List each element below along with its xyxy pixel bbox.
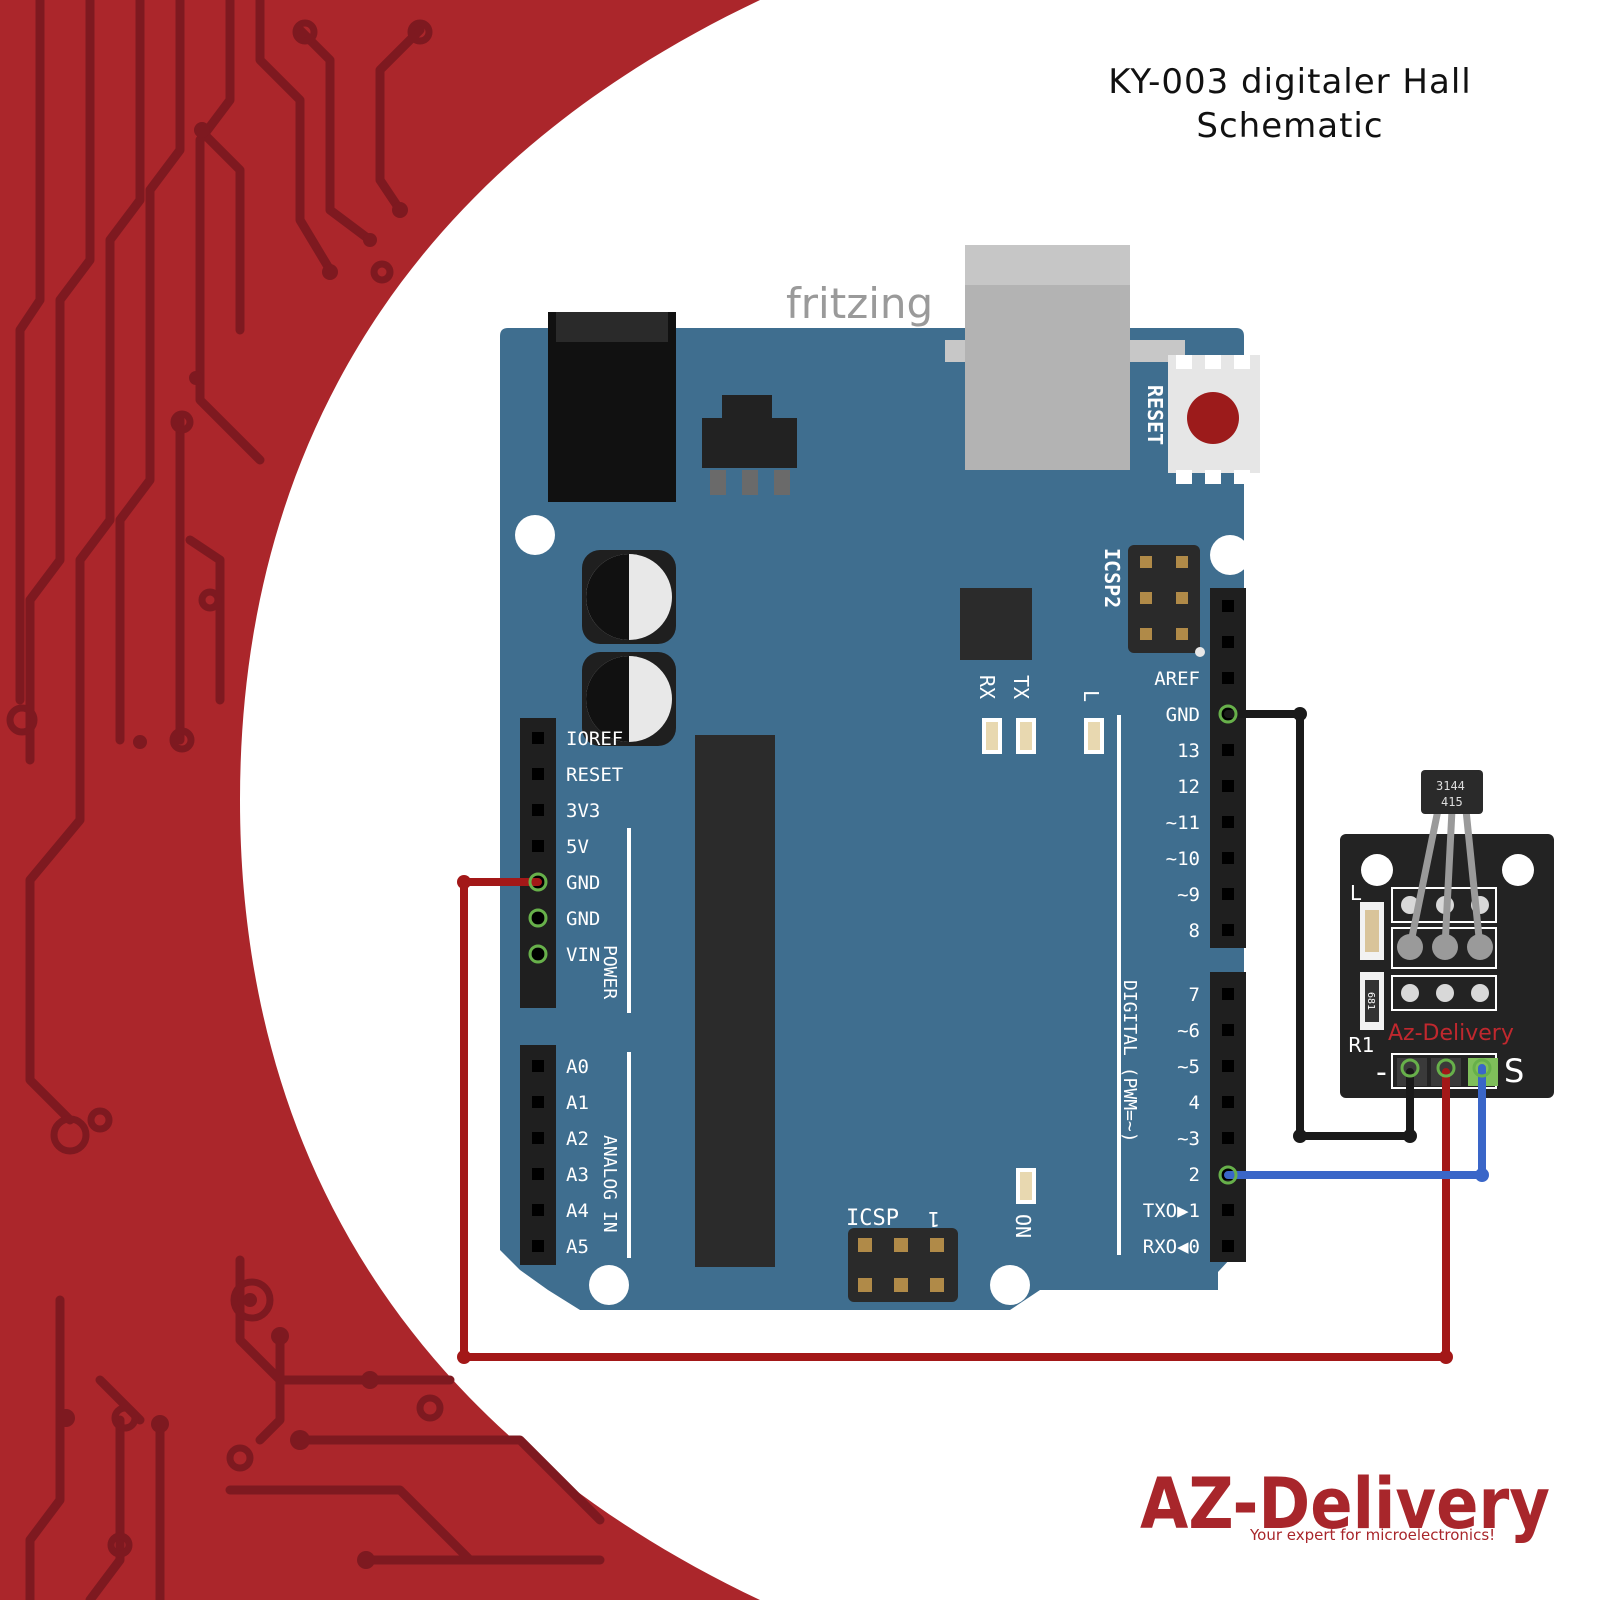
l-silkscreen-label: L xyxy=(1079,690,1103,702)
red-background-panel xyxy=(0,0,760,1600)
pin-label: A3 xyxy=(566,1164,589,1186)
pin-label: ~3 xyxy=(1177,1128,1200,1150)
icsp-pin-one-label: 1 xyxy=(928,1207,940,1231)
pin-label: ~10 xyxy=(1166,848,1200,870)
pin-label: TXO▶1 xyxy=(1143,1200,1200,1222)
header-pin-socket xyxy=(1222,852,1234,864)
hall-chip-label-line1: 3144 xyxy=(1436,779,1465,793)
pin-label: ~9 xyxy=(1177,884,1200,906)
pin-label: 7 xyxy=(1189,984,1200,1006)
circuit-trace-decoration xyxy=(15,0,605,1604)
on-silkscreen-label: ON xyxy=(1011,1214,1035,1238)
title-line-1: KY-003 digitaler Hall xyxy=(1108,62,1472,102)
pin-label: 12 xyxy=(1177,776,1200,798)
pin-label: ~11 xyxy=(1166,812,1200,834)
header-pin-socket xyxy=(1222,636,1234,648)
pin-label: A1 xyxy=(566,1092,589,1114)
pin-label: IOREF xyxy=(566,728,623,750)
header-pin-socket xyxy=(1222,744,1234,756)
icsp2-silkscreen-label: ICSP2 xyxy=(1100,548,1124,608)
header-pin-socket xyxy=(532,840,544,852)
icsp-silkscreen-label: ICSP xyxy=(846,1206,899,1231)
pin-label: 13 xyxy=(1177,740,1200,762)
ky003-hall-module: 681 L R1 3144 415 xyxy=(1340,770,1554,1098)
pin-label: ~6 xyxy=(1177,1020,1200,1042)
module-l-label: L xyxy=(1350,881,1362,905)
tx-silkscreen-label: TX xyxy=(1009,675,1033,699)
pin-label: RXO◀0 xyxy=(1143,1236,1200,1258)
header-pin-socket xyxy=(532,1096,544,1108)
module-r1-label: R1 xyxy=(1348,1033,1375,1057)
header-pin-socket xyxy=(1222,988,1234,1000)
title-line-2: Schematic xyxy=(1196,106,1384,146)
pin-label: VIN xyxy=(566,944,600,966)
wire-junction-dots xyxy=(457,704,1492,1364)
header-pin-socket xyxy=(1222,1240,1234,1252)
pin-label: 2 xyxy=(1189,1164,1200,1186)
header-pin-socket xyxy=(532,1240,544,1252)
power-silkscreen-label: POWER xyxy=(599,945,620,999)
pin-label: 5V xyxy=(566,836,589,858)
module-minus-label: - xyxy=(1376,1055,1387,1090)
logo-tagline: Your expert for microelectronics! xyxy=(1249,1526,1495,1544)
header-pin-socket xyxy=(532,912,544,924)
header-pin-socket xyxy=(1222,1204,1234,1216)
arduino-board: RESET ICSP2 ICSP 1 RX TX L ON POWER ANAL… xyxy=(500,245,1260,1310)
circuit-pad-decoration xyxy=(6,19,444,1558)
svg-text:AZ-Delivery: AZ-Delivery xyxy=(1140,1463,1550,1545)
header-pin-socket xyxy=(532,1060,544,1072)
pin-label: A5 xyxy=(566,1236,589,1258)
pin-label: 8 xyxy=(1189,920,1200,942)
module-s-label: S xyxy=(1504,1052,1524,1090)
header-pin-socket xyxy=(532,768,544,780)
pin-label: GND xyxy=(566,872,600,894)
header-pin-socket xyxy=(1222,924,1234,936)
schematic-title: KY-003 digitaler Hall Schematic xyxy=(1060,60,1520,148)
pin-label: 4 xyxy=(1189,1092,1200,1114)
pin-label: A2 xyxy=(566,1128,589,1150)
fritzing-watermark: fritzing xyxy=(786,279,933,328)
pin-label: GND xyxy=(1166,704,1200,726)
analog-in-silkscreen-label: ANALOG IN xyxy=(599,1135,620,1233)
pin-label: GND xyxy=(566,908,600,930)
digital-silkscreen-label: DIGITAL (PWM=~) xyxy=(1119,980,1140,1143)
header-pin-socket xyxy=(532,804,544,816)
header-pin-socket xyxy=(532,1204,544,1216)
header-pin-socket xyxy=(1222,1096,1234,1108)
pin-label: 3V3 xyxy=(566,800,600,822)
header-pin-socket xyxy=(1222,672,1234,684)
hall-chip-label-line2: 415 xyxy=(1441,795,1463,809)
pin-label: A4 xyxy=(566,1200,589,1222)
resistor-code-label: 681 xyxy=(1365,992,1376,1010)
pin-label: A0 xyxy=(566,1056,589,1078)
pin-label: RESET xyxy=(566,764,623,786)
header-pin-socket xyxy=(1222,1060,1234,1072)
circuit-dot-decoration xyxy=(57,122,408,1569)
rx-silkscreen-label: RX xyxy=(975,675,999,699)
az-delivery-logo: AZ-Delivery Your expert for microelectro… xyxy=(1140,1463,1550,1545)
header-pin-socket xyxy=(1222,888,1234,900)
pin-label: ~5 xyxy=(1177,1056,1200,1078)
header-pin-socket xyxy=(1222,780,1234,792)
reset-silkscreen-label: RESET xyxy=(1143,385,1167,445)
pin-label: AREF xyxy=(1154,668,1200,690)
module-brand-label: Az-Delivery xyxy=(1388,1021,1514,1046)
header-pin-socket xyxy=(532,1168,544,1180)
header-pin-socket xyxy=(1222,1132,1234,1144)
header-pin-socket xyxy=(532,1132,544,1144)
header-pin-socket xyxy=(1222,1024,1234,1036)
header-pin-socket xyxy=(532,732,544,744)
header-pin-socket xyxy=(1222,600,1234,612)
header-pin-socket xyxy=(532,948,544,960)
header-pin-socket xyxy=(1222,816,1234,828)
